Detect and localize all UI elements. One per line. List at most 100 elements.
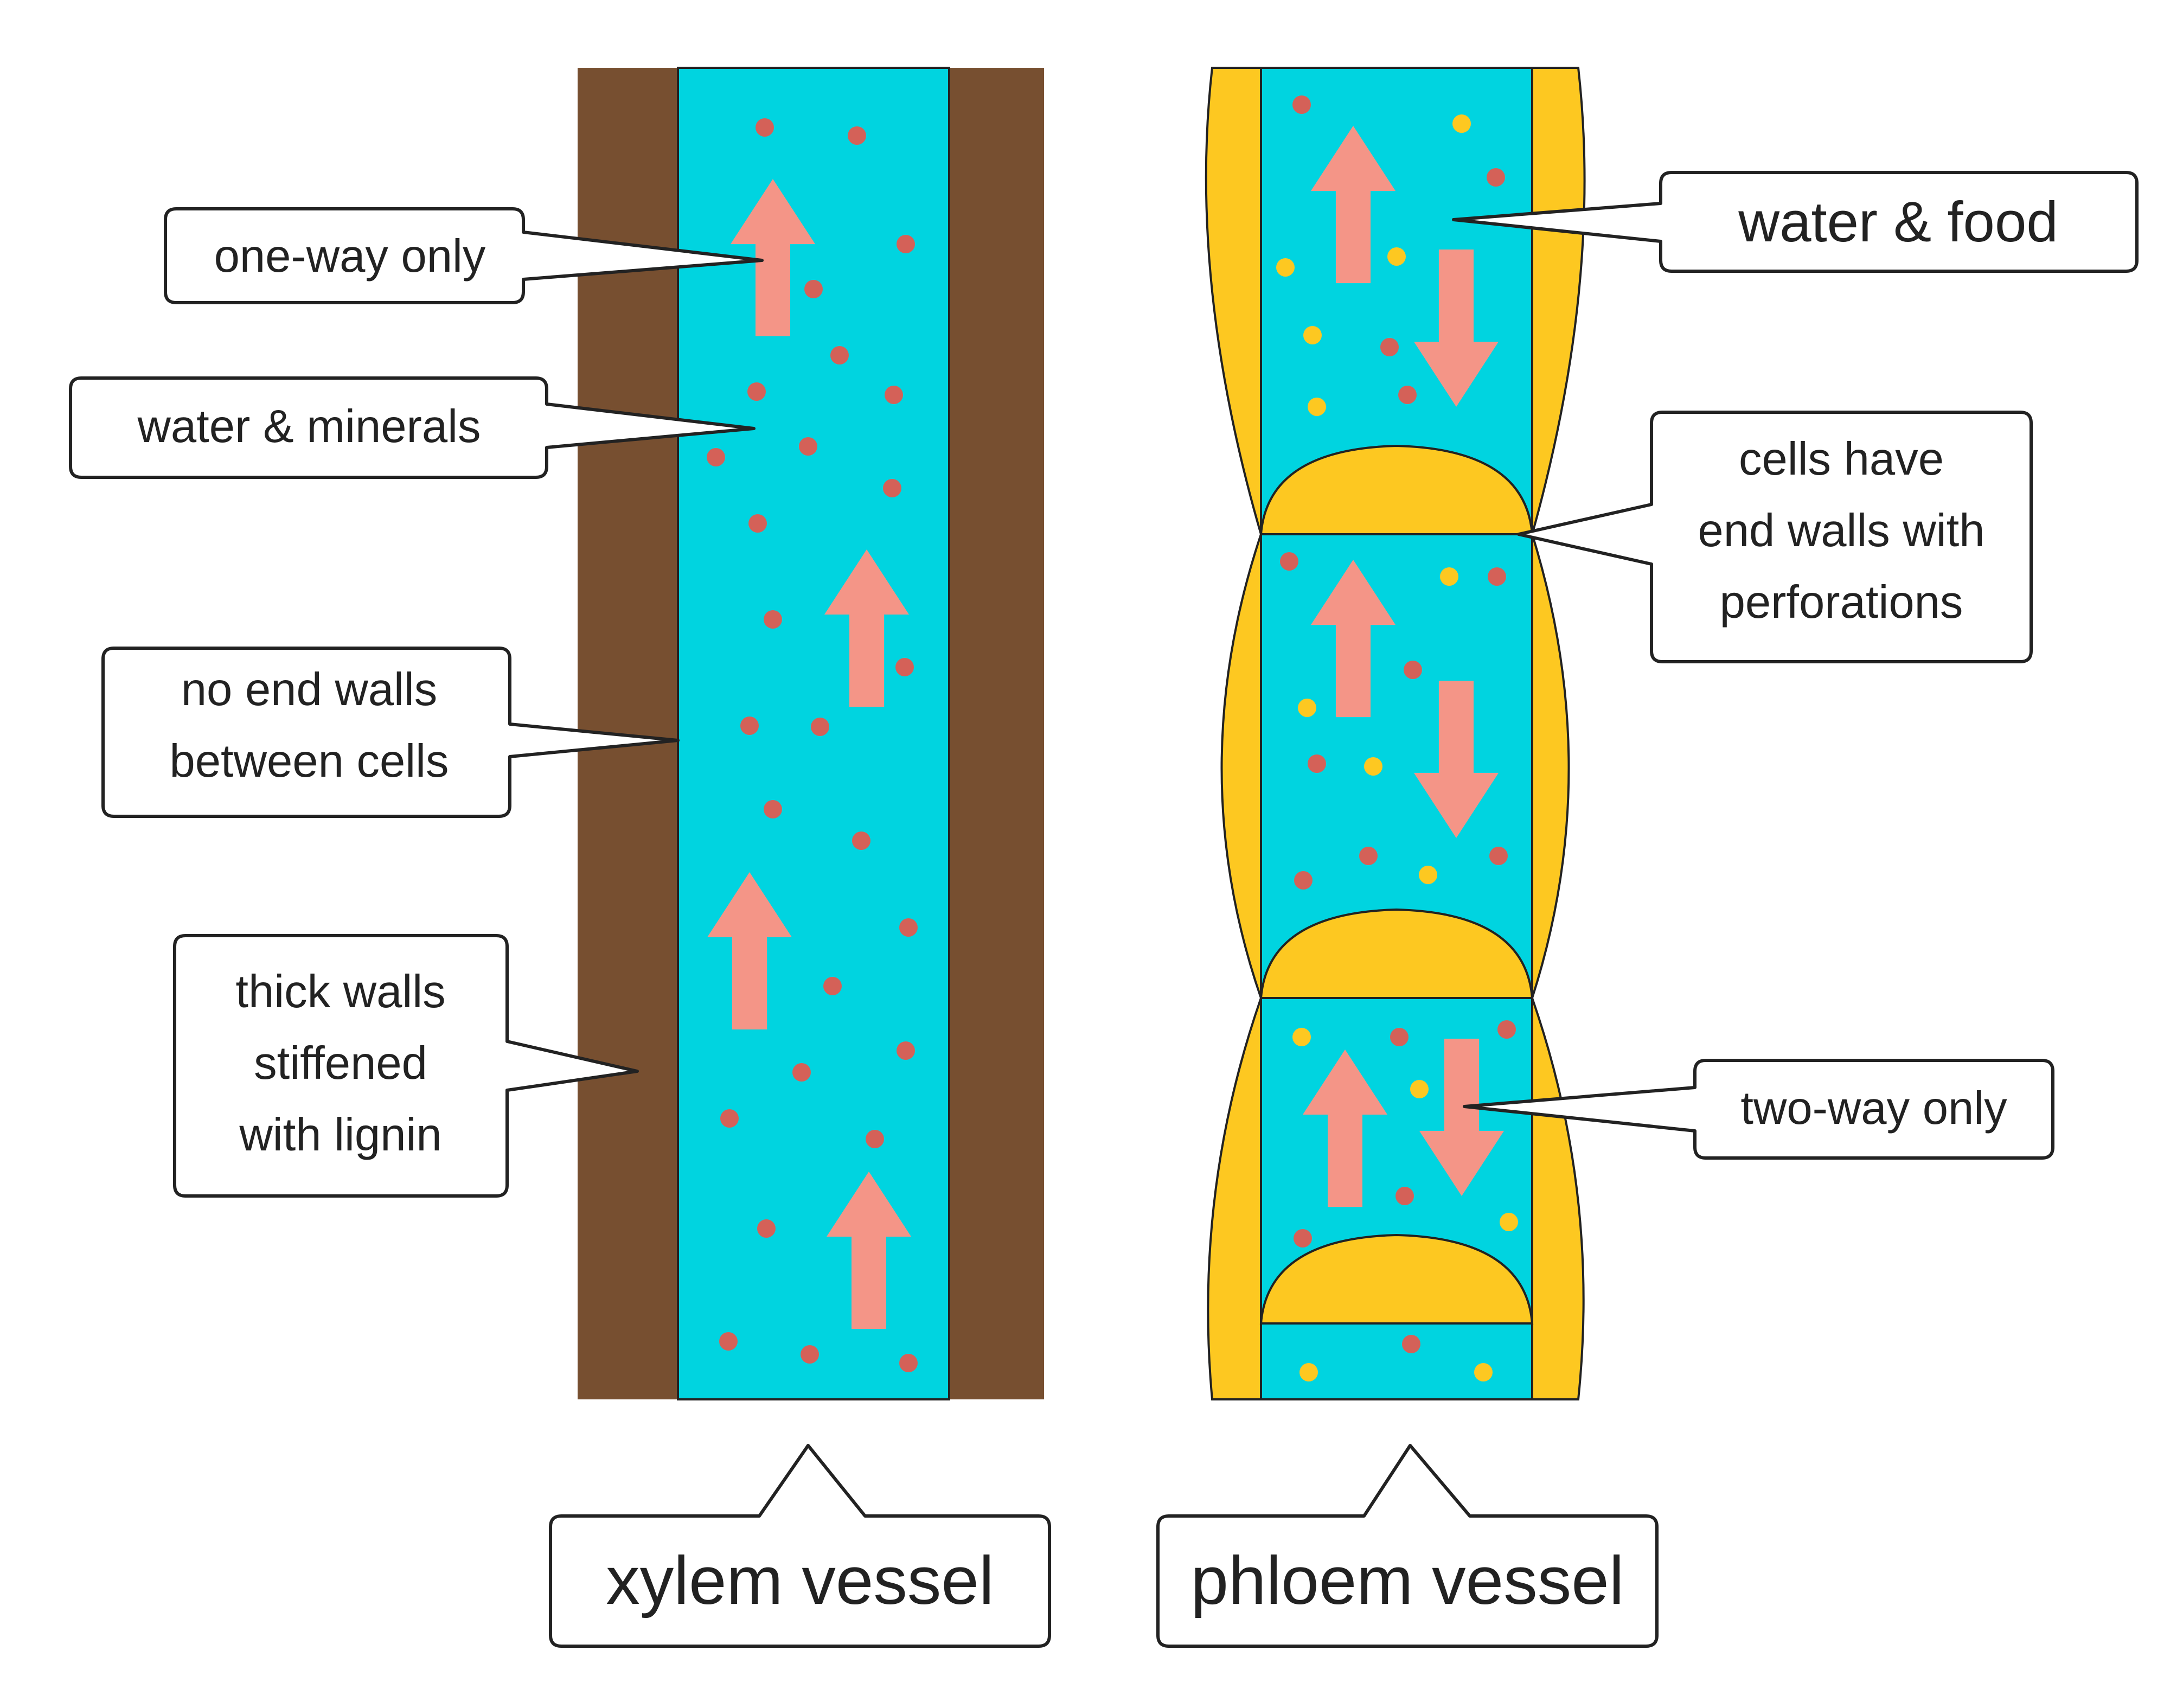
callout-text: end walls with xyxy=(1698,505,1984,556)
phloem-wall xyxy=(1205,67,1263,1400)
callout-text: between cells xyxy=(169,735,449,787)
particle-dot xyxy=(883,479,901,497)
particle-dot xyxy=(1276,258,1295,277)
particle-dot xyxy=(1308,398,1326,416)
particle-dot xyxy=(764,610,782,629)
xylem-title: xylem vessel xyxy=(549,1444,1051,1648)
particle-dot xyxy=(1419,866,1437,884)
particle-dot xyxy=(1489,847,1508,865)
particle-dot xyxy=(823,977,842,995)
particle-dot xyxy=(1387,247,1406,266)
particle-dot xyxy=(1380,338,1399,356)
down-arrow-icon xyxy=(1419,1039,1504,1196)
particle-dot xyxy=(897,1041,915,1060)
sieve-plate xyxy=(1259,1233,1534,1325)
particle-dot xyxy=(1298,699,1316,717)
callout-two-way-only: two-way only xyxy=(1463,1059,2054,1160)
particle-dot xyxy=(830,346,849,364)
particle-dot xyxy=(899,1354,918,1372)
up-arrow-icon xyxy=(824,549,909,707)
callout-water-food: water & food xyxy=(1452,171,2139,273)
phloem-wall xyxy=(1531,67,1586,1400)
up-arrow-icon xyxy=(827,1172,911,1329)
phloem-title: phloem vessel xyxy=(1156,1444,1659,1648)
up-arrow-icon xyxy=(1311,126,1395,283)
phloem-lumen xyxy=(1260,67,1533,1400)
particle-dot xyxy=(1359,847,1378,865)
particle-dot xyxy=(1292,95,1311,114)
particle-dot xyxy=(799,437,817,456)
callout-box xyxy=(101,647,680,818)
particle-dot xyxy=(852,831,870,850)
callout-thick-walls: thick walls stiffened with lignin xyxy=(173,934,639,1198)
callout-text: two-way only xyxy=(1740,1083,2007,1134)
down-arrow-icon xyxy=(1414,250,1499,407)
particle-dot xyxy=(1402,1335,1420,1353)
particle-dot xyxy=(1308,754,1326,773)
callout-water-minerals: water & minerals xyxy=(69,376,756,479)
phloem-title-text: phloem vessel xyxy=(1190,1543,1624,1619)
callout-text: water & minerals xyxy=(137,401,481,452)
sieve-plate xyxy=(1259,444,1534,535)
particle-dot xyxy=(1299,1363,1318,1381)
particle-dot xyxy=(764,800,782,818)
particle-dot xyxy=(1398,386,1417,404)
particle-dot xyxy=(707,448,725,466)
particle-dot xyxy=(1500,1213,1518,1231)
particle-dot xyxy=(1488,567,1506,586)
particle-dot xyxy=(1303,326,1322,344)
callout-no-end-walls: no end walls between cells xyxy=(101,647,680,818)
callout-text: one-way only xyxy=(214,231,486,282)
callout-box xyxy=(173,934,639,1198)
callout-one-way-only: one-way only xyxy=(164,207,764,304)
phloem-particle-dots xyxy=(1276,95,1518,1381)
particle-dot xyxy=(1410,1080,1429,1098)
particle-dot xyxy=(897,235,915,253)
particle-dot xyxy=(1280,552,1298,571)
particle-dot xyxy=(804,280,823,298)
particle-dot xyxy=(757,1219,776,1238)
particle-dot xyxy=(756,118,774,137)
up-arrow-icon xyxy=(1311,560,1395,717)
callout-box xyxy=(1452,171,2139,273)
particle-dot xyxy=(885,386,903,404)
xylem-mineral-dots xyxy=(707,118,918,1372)
callout-text: perforations xyxy=(1720,577,1963,628)
callout-text: water & food xyxy=(1738,190,2058,254)
particle-dot xyxy=(811,718,829,736)
callout-text: with lignin xyxy=(239,1109,441,1161)
phloem-vessel xyxy=(1205,67,1586,1400)
sieve-plate xyxy=(1259,908,1534,999)
particle-dot xyxy=(1404,661,1422,679)
particle-dot xyxy=(801,1345,819,1364)
particle-dot xyxy=(866,1130,884,1148)
callout-box xyxy=(1463,1059,2054,1160)
particle-dot xyxy=(895,658,914,676)
particle-dot xyxy=(1364,757,1382,776)
particle-dot xyxy=(792,1063,811,1082)
phloem-flow-arrows xyxy=(1303,126,1504,1207)
callout-text: cells have xyxy=(1739,433,1944,485)
callout-text: thick walls xyxy=(235,966,445,1018)
particle-dot xyxy=(848,126,866,145)
up-arrow-icon xyxy=(707,872,792,1029)
down-arrow-icon xyxy=(1414,681,1499,838)
callout-box xyxy=(164,207,764,304)
callout-text: stiffened xyxy=(254,1038,427,1089)
xylem-flow-arrows xyxy=(707,179,911,1329)
particle-dot xyxy=(1487,168,1505,187)
particle-dot xyxy=(1440,567,1458,586)
up-arrow-icon xyxy=(1303,1050,1387,1207)
particle-dot xyxy=(747,382,766,401)
particle-dot xyxy=(740,717,759,735)
callout-box xyxy=(549,1444,1051,1648)
callout-box xyxy=(69,376,756,479)
up-arrow-icon xyxy=(731,179,815,336)
particle-dot xyxy=(720,1109,739,1128)
particle-dot xyxy=(1395,1187,1414,1205)
particle-dot xyxy=(1294,871,1313,890)
particle-dot xyxy=(1497,1020,1516,1039)
callout-text: no end walls xyxy=(181,664,438,715)
xylem-lumen xyxy=(677,67,950,1400)
